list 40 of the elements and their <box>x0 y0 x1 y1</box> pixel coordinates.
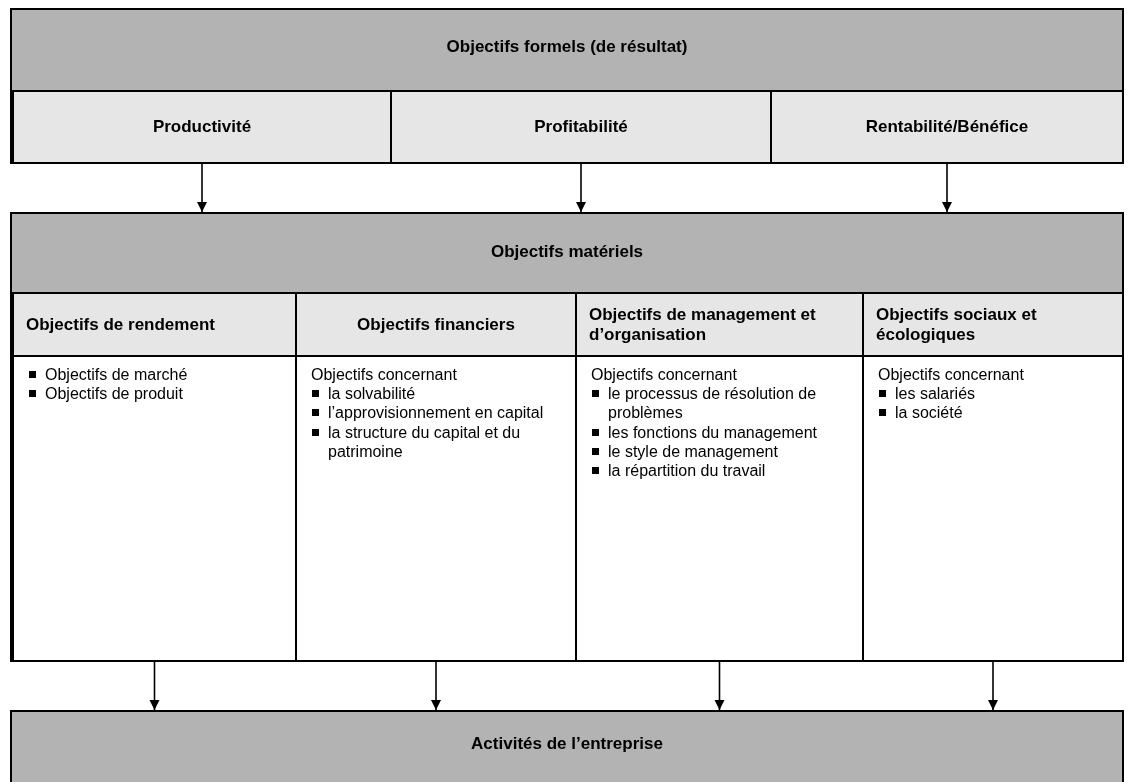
category-box <box>12 90 392 164</box>
bullet-item: les fonctions du management <box>591 422 854 442</box>
bullet-item: la structure du capital et du patrimoine <box>311 422 567 461</box>
arrow <box>197 163 207 213</box>
category-heading: Productivité <box>152 117 252 137</box>
band-box <box>10 212 1124 662</box>
arrow <box>431 661 441 711</box>
band-heading: Activités de l’entreprise <box>470 734 664 754</box>
bullet-item: la société <box>878 403 1114 423</box>
column-heading: Objectifs de rendement <box>26 314 215 335</box>
intro-text: Objectifs concernant <box>591 365 738 385</box>
column-box <box>12 292 297 662</box>
column-box <box>575 292 864 662</box>
category-box <box>770 90 1124 164</box>
arrow <box>942 163 952 213</box>
band-heading: Objectifs matériels <box>489 242 645 262</box>
bullet-item: le style de management <box>591 441 854 461</box>
bullet-item: Objectifs de marché <box>28 365 287 385</box>
column-heading: Objectifs de management et d’organisation <box>589 304 817 345</box>
intro-text: Objectifs concernant <box>878 365 1025 385</box>
arrow <box>149 661 160 711</box>
column-box <box>862 292 1124 662</box>
intro-text: Objectifs concernant <box>311 365 458 385</box>
category-heading: Rentabilité/Bénéfice <box>865 117 1029 137</box>
category-box <box>390 90 772 164</box>
bullet-item: la solvabilité <box>311 384 567 404</box>
column-box <box>295 292 577 662</box>
bullet-item: la répartition du travail <box>591 460 854 481</box>
column-heading: Objectifs financiers <box>357 314 515 335</box>
band-heading: Objectifs formels (de résultat) <box>445 37 689 57</box>
arrow <box>576 163 586 213</box>
arrow <box>714 661 725 711</box>
bullet-item: l’approvisionnement en capital <box>311 403 567 423</box>
band-box <box>10 8 1124 164</box>
bullet-item: Objectifs de produit <box>28 384 287 404</box>
band-box <box>10 710 1124 782</box>
category-heading: Profitabilité <box>534 117 628 137</box>
arrow <box>988 661 998 711</box>
column-heading: Objectifs sociaux et écologiques <box>876 304 1038 345</box>
bullet-item: les salariés <box>878 384 1114 404</box>
